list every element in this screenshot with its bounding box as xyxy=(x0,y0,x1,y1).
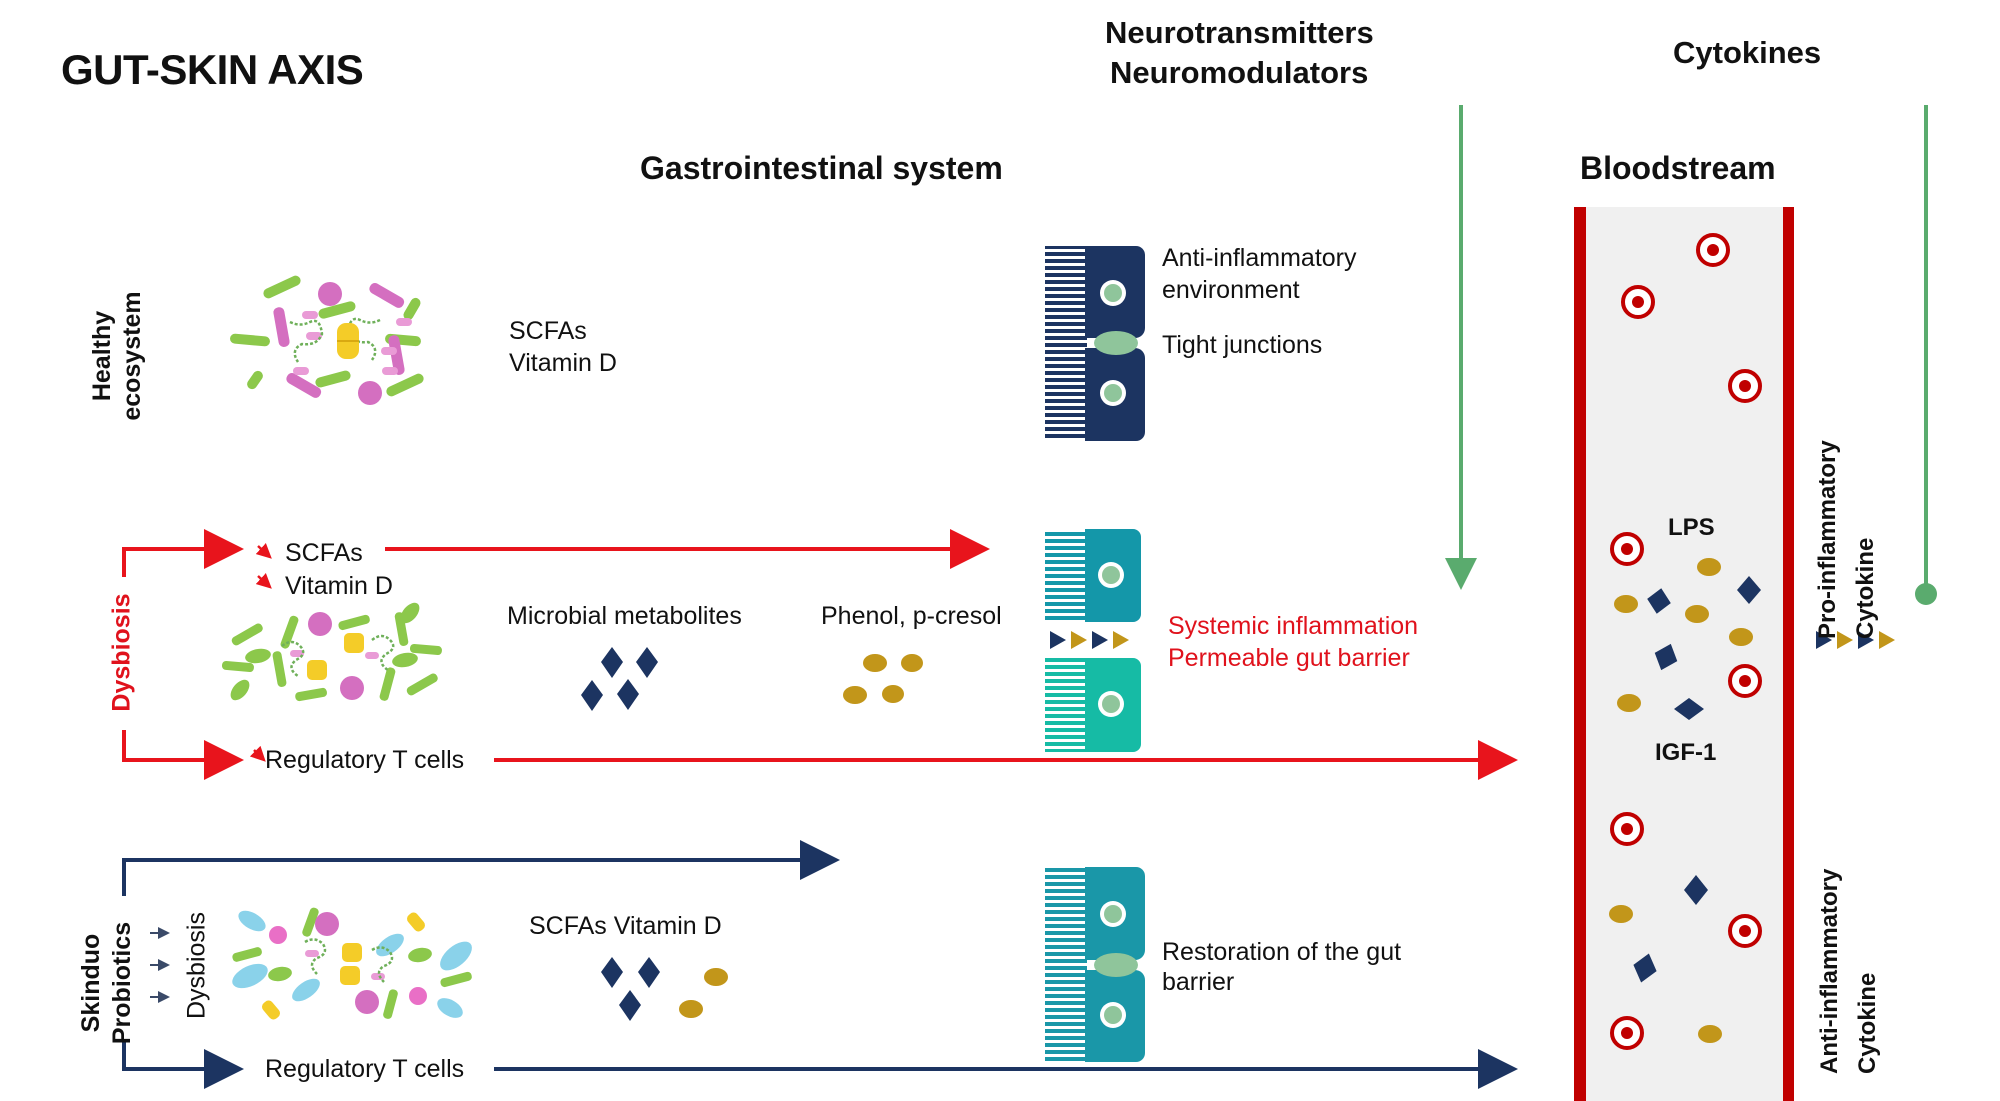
pro-inflammatory-line2: Cytokine xyxy=(1852,537,1879,639)
header-cytokines: Cytokines xyxy=(1673,35,1822,70)
row-label-healthy-line2: ecosystem xyxy=(118,291,146,421)
cytokine-target-icon xyxy=(1621,285,1655,319)
cytokine-target-icon xyxy=(1610,1016,1644,1050)
page-title: GUT-SKIN AXIS xyxy=(61,46,364,93)
probiotics-scfas-vitamin-d: SCFAs Vitamin D xyxy=(529,912,722,940)
cytokine-triangles xyxy=(1816,631,1895,649)
row-label-skinduo: Skinduo xyxy=(77,933,105,1033)
dysbiosis-vitamin-d: Vitamin D xyxy=(285,572,393,600)
phenol-pcresol-label: Phenol, p-cresol xyxy=(821,602,1002,630)
healthy-label-environment: environment xyxy=(1162,276,1300,304)
cytokine-line-endpoint xyxy=(1915,583,1937,605)
systemic-inflammation-label: Systemic inflammation xyxy=(1168,612,1419,640)
header-neurotransmitters: Neurotransmitters xyxy=(1105,15,1374,50)
probiotics-regulatory-t-cells: Regulatory T cells xyxy=(265,1055,465,1083)
anti-inflammatory-line2: Cytokine xyxy=(1854,972,1881,1074)
permeable-gut-barrier-label: Permeable gut barrier xyxy=(1168,644,1410,672)
probiotics-dysbiosis-label: Dysbiosis xyxy=(182,912,211,1019)
anti-inflammatory-cytokine-label: Anti-inflammatory Cytokine xyxy=(1811,850,1887,1074)
bloodstream-lps-diamonds xyxy=(1633,576,1761,983)
cytokine-target-icon xyxy=(1610,532,1644,566)
lps-label: LPS xyxy=(1668,514,1715,541)
restoration-label-line2: barrier xyxy=(1162,968,1235,996)
row-label-skinduo-probiotics: Skinduo Probiotics xyxy=(76,913,138,1053)
healthy-microbiota-cluster xyxy=(230,275,424,405)
dysbiosis-regulatory-t-cells: Regulatory T cells xyxy=(265,746,465,774)
igf-1-label: IGF-1 xyxy=(1655,739,1717,766)
healthy-label-anti-inflammatory: Anti-inflammatory xyxy=(1162,244,1357,272)
leaking-triangles xyxy=(1050,631,1129,649)
header-gastrointestinal: Gastrointestinal system xyxy=(640,150,1003,186)
cytokine-target-icon xyxy=(1610,812,1644,846)
dysbiosis-arrows xyxy=(122,529,1518,780)
microbial-metabolites-label: Microbial metabolites xyxy=(507,602,742,630)
row-label-healthy-line1: Healthy xyxy=(88,310,116,402)
phenol-pcresol-dots xyxy=(843,654,923,704)
permeable-epithelium xyxy=(1045,529,1141,752)
row-label-dysbiosis: Dysbiosis xyxy=(107,593,136,712)
healthy-epithelium xyxy=(1045,246,1145,441)
tight-junction xyxy=(1094,331,1138,355)
pro-inflammatory-line1: Pro-inflammatory xyxy=(1814,440,1841,639)
restoration-label-line1: Restoration of the gut xyxy=(1162,938,1402,966)
microbial-metabolite-diamonds xyxy=(581,647,658,711)
anti-inflammatory-line1: Anti-inflammatory xyxy=(1816,868,1843,1074)
small-input-arrows xyxy=(150,927,170,1003)
bloodstream-igf-dots xyxy=(1609,558,1753,1043)
dysbiosis-scfas: SCFAs xyxy=(285,539,363,567)
pro-inflammatory-cytokine-label: Pro-inflammatory Cytokine xyxy=(1809,419,1885,639)
row-label-probiotics: Probiotics xyxy=(108,921,136,1045)
cytokine-target-icon xyxy=(1728,664,1762,698)
probiotics-microbiota-cluster xyxy=(232,907,472,1020)
probiotic-metabolite-shapes xyxy=(601,957,728,1021)
cytokine-target-icon xyxy=(1728,369,1762,403)
cytokine-target-icon xyxy=(1696,233,1730,267)
restored-epithelium xyxy=(1045,867,1145,1062)
bloodstream-vessel xyxy=(1574,207,1794,1101)
decrease-arrows xyxy=(249,543,272,762)
dysbiosis-microbiota-cluster xyxy=(221,602,442,702)
healthy-scfas: SCFAs xyxy=(509,317,587,345)
header-bloodstream: Bloodstream xyxy=(1580,150,1776,186)
cytokine-target-icon xyxy=(1728,914,1762,948)
header-neuromodulators: Neuromodulators xyxy=(1110,55,1369,90)
row-label-healthy: Healthy ecosystem xyxy=(87,291,147,421)
bloodstream-cytokine-targets xyxy=(1610,233,1762,1050)
probiotics-arrows xyxy=(122,840,1518,1089)
healthy-vitamin-d: Vitamin D xyxy=(509,349,617,377)
healthy-label-tight-junctions: Tight junctions xyxy=(1162,331,1323,359)
